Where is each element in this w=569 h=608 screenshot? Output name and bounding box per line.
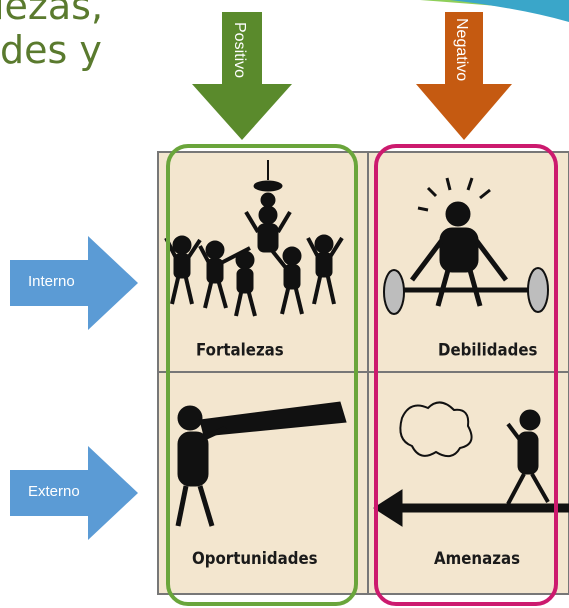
positive-arrow xyxy=(192,12,292,140)
weaknesses-label: Debilidades xyxy=(438,339,538,361)
positive-label: Positivo xyxy=(231,22,248,79)
negative-label: Negativo xyxy=(453,18,470,82)
threat-illustration xyxy=(373,401,569,527)
negative-arrow xyxy=(416,12,512,140)
title-line-2: des y xyxy=(0,28,102,72)
positive-column-frame xyxy=(166,144,358,606)
internal-arrow xyxy=(10,236,138,330)
opportunities-label: Oportunidades xyxy=(192,547,318,569)
corner-swoosh-decoration xyxy=(420,0,569,22)
telescope-illustration xyxy=(175,401,347,527)
internal-label: Interno xyxy=(28,273,75,290)
negative-column-frame xyxy=(374,144,558,606)
title-line-1: lezas, xyxy=(0,0,104,28)
external-label: Externo xyxy=(28,483,80,500)
weightlifter-illustration xyxy=(383,177,549,315)
threats-label: Amenazas xyxy=(434,547,520,569)
swot-grid xyxy=(157,151,569,595)
strengths-label: Fortalezas xyxy=(196,339,284,361)
external-arrow xyxy=(10,446,138,540)
